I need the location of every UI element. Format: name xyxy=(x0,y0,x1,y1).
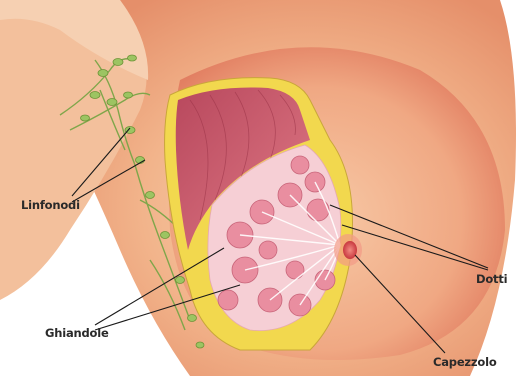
nipple xyxy=(334,234,362,266)
label-nipple: Capezzolo xyxy=(433,355,497,369)
label-lymph-nodes: Linfonodi xyxy=(21,198,80,212)
label-ducts: Dotti xyxy=(476,272,507,286)
label-glands: Ghiandole xyxy=(45,326,109,340)
